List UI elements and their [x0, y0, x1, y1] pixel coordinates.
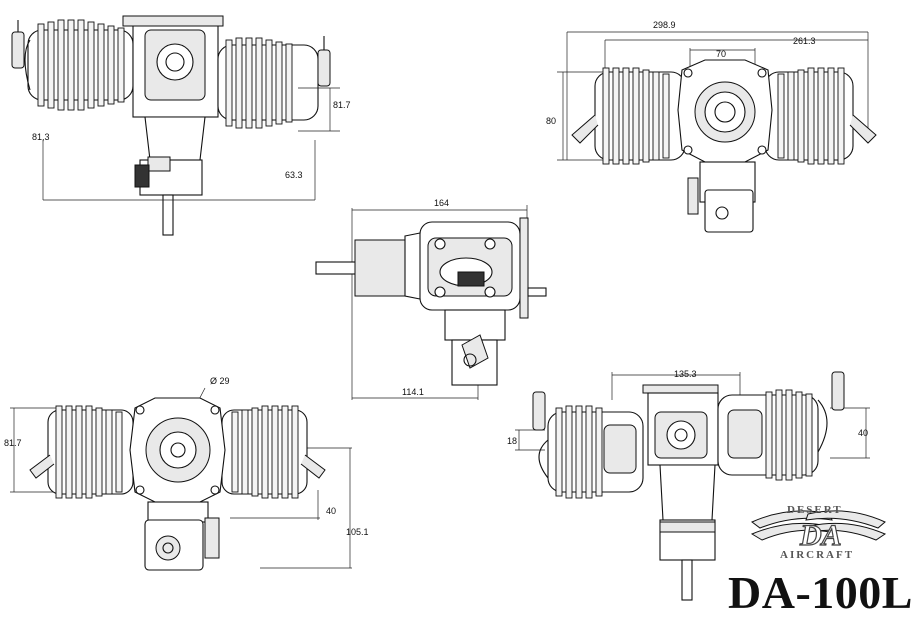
dim-40-bottom-left: 40 [326, 506, 336, 516]
left-exhaust [24, 39, 31, 91]
left-spark-plug [11, 31, 25, 69]
dim-diameter-29: Ø 29 [210, 376, 230, 386]
br-output-shaft [681, 559, 693, 601]
bl-left-plug [29, 454, 55, 479]
dim-40-bottom-right: 40 [858, 428, 868, 438]
dim-298-9: 298.9 [653, 20, 676, 30]
tr-left-plug [571, 114, 599, 144]
center-mount-plate [519, 217, 529, 319]
dim-80: 80 [546, 116, 556, 126]
dim-63-3: 63.3 [285, 170, 303, 180]
dim-18: 18 [507, 436, 517, 446]
mount-plate [122, 15, 224, 27]
model-title: DA-100L [728, 567, 911, 618]
view-bottom-left: 81.7 Ø 29 40 105.1 [4, 376, 369, 571]
left-cylinder-fins [37, 19, 125, 111]
logo-monogram: DA [799, 519, 842, 552]
bl-right-plug [300, 454, 326, 479]
center-hub [354, 239, 406, 297]
center-carb-body [444, 309, 506, 341]
right-spark-plug [317, 49, 331, 87]
dim-81-3: 81,3 [32, 132, 50, 142]
dim-114-1: 114.1 [402, 387, 424, 397]
view-bottom-right: 135.3 18 40 [507, 369, 870, 601]
dim-105-1: 105.1 [346, 527, 369, 537]
crank-housing [144, 116, 206, 161]
right-cylinder-fins [225, 37, 293, 129]
dim-81-7-top: 81.7 [333, 100, 351, 110]
logo-bottom-word: AIRCRAFT [780, 549, 854, 561]
view-top-left: 81,3 81.7 63.3 [11, 15, 351, 236]
view-top-right: 298.9 261.3 70 80 [546, 20, 877, 233]
dim-70: 70 [716, 49, 726, 59]
output-shaft [162, 194, 174, 236]
tr-right-plug [849, 114, 877, 144]
dim-261-3: 261.3 [793, 36, 816, 46]
logo-top-word: DESERT [787, 504, 843, 516]
center-shaft [315, 261, 357, 275]
br-left-plug [532, 391, 546, 431]
view-center: 164 114.1 [315, 198, 547, 400]
dim-135-3: 135.3 [674, 369, 697, 379]
dim-81-7-bottom: 81.7 [4, 438, 22, 448]
br-right-plug [831, 371, 845, 411]
desert-aircraft-logo: DESERT DA AIRCRAFT [750, 504, 887, 561]
dim-164: 164 [434, 198, 449, 208]
